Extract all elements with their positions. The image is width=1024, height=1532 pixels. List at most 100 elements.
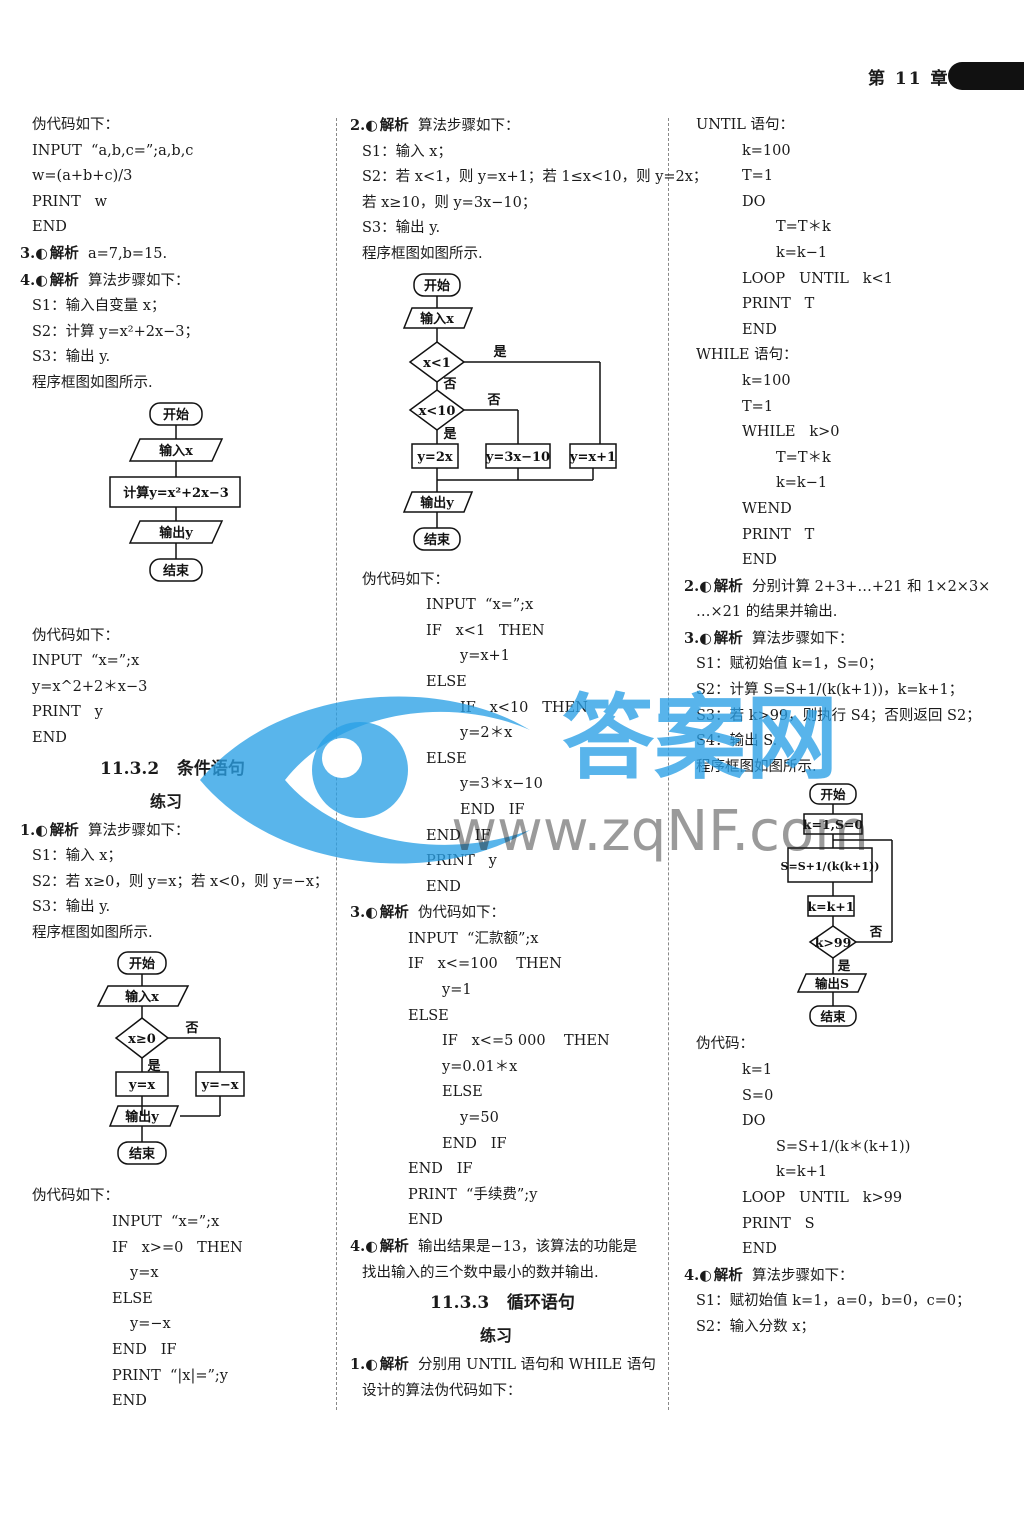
code-line: w=(a+b+c)/3 xyxy=(32,168,133,185)
answer-j: 4.解析 算法步骤如下： xyxy=(684,1263,1004,1290)
code-line: k=100 xyxy=(742,142,791,159)
subsection-title: 练习 xyxy=(480,1326,513,1346)
step-line: S4：输出 S. xyxy=(696,733,778,750)
svg-text:k=1,S=0: k=1,S=0 xyxy=(803,817,864,832)
code-line: END xyxy=(742,1241,777,1258)
code-line: END IF xyxy=(408,1161,473,1178)
svg-text:结束: 结束 xyxy=(820,1009,846,1024)
code-line: k=k−1 xyxy=(776,244,828,261)
answer-f: 2.解析 分别计算 2+3+…+21 和 1×2×3× xyxy=(684,574,1004,601)
code-line: PRINT “手续费”;y xyxy=(408,1186,538,1203)
flow-end: 结束 xyxy=(163,563,190,579)
code-line: END xyxy=(426,878,461,895)
code-line: T=T＊k xyxy=(776,449,831,466)
code-line: DO xyxy=(742,193,766,210)
chapter-tab-marker xyxy=(948,62,1024,90)
text-line: 伪代码如下： xyxy=(32,1188,119,1205)
svg-text:k>99: k>99 xyxy=(815,935,852,950)
svg-text:是: 是 xyxy=(442,427,457,442)
text-line: 设计的算法伪代码如下： xyxy=(362,1382,522,1399)
code-line: k=k+1 xyxy=(776,1164,828,1181)
svg-text:k=k+1: k=k+1 xyxy=(808,899,855,914)
step-line: S1：输入 x； xyxy=(362,143,452,160)
step-line: S3：输出 y. xyxy=(32,349,111,366)
code-line: T=1 xyxy=(742,398,774,415)
answer-a: 2.解析 算法步骤如下： xyxy=(350,113,660,140)
text-line: 伪代码如下： xyxy=(32,627,119,644)
column-right: UNTIL 语句： k=100 T=1 DO T=T＊k k=k−1 LOOP … xyxy=(684,113,1004,1341)
code-line: y=x^2+2＊x−3 xyxy=(32,678,148,695)
code-line: WHILE k>0 xyxy=(742,424,840,441)
svg-text:输出S: 输出S xyxy=(815,976,849,991)
step-line: S2：输入分数 x； xyxy=(696,1318,815,1335)
svg-text:是: 是 xyxy=(837,958,851,973)
answer-g: 3.解析 算法步骤如下： xyxy=(684,626,1004,653)
section-title: 11.3.2 条件语句 xyxy=(100,758,245,779)
code-line: y=x+1 xyxy=(460,648,510,665)
column-divider xyxy=(336,118,337,1410)
code-line: END IF xyxy=(460,801,525,818)
code-line: ELSE xyxy=(426,673,467,690)
code-line: INPUT “x=”;x xyxy=(426,597,534,614)
svg-text:S=S+1/(k(k+1)): S=S+1/(k(k+1)) xyxy=(781,860,880,873)
step-line: S1：赋初始值 k=1，S=0； xyxy=(696,656,883,673)
step-line: S3：输出 y. xyxy=(32,899,111,916)
answer-e: 1.解析 分别用 UNTIL 语句和 WHILE 语句 xyxy=(350,1352,660,1379)
code-line: IF x<1 THEN xyxy=(426,622,545,639)
svg-text:y=−x: y=−x xyxy=(200,1078,238,1093)
svg-text:结束: 结束 xyxy=(424,532,451,548)
text-line: 找出输入的三个数中最小的数并输出. xyxy=(362,1264,599,1281)
code-line: END IF xyxy=(442,1135,507,1152)
code-line: y=x xyxy=(130,1265,159,1282)
code-line: PRINT T xyxy=(742,526,815,543)
answer-q3: 3.解析 a=7,b=15. xyxy=(20,241,330,268)
step-line: S2：若 x<1，则 y=x+1；若 1≤x<10，则 y=2x； xyxy=(362,169,708,186)
code-line: IF x>=0 THEN xyxy=(112,1239,243,1256)
flow-start: 开始 xyxy=(163,407,189,423)
svg-text:开始: 开始 xyxy=(129,956,155,972)
section-title: 11.3.3 循环语句 xyxy=(430,1293,575,1314)
column-middle: 2.解析 算法步骤如下： S1：输入 x； S2：若 x<1，则 y=x+1；若… xyxy=(350,113,708,1404)
flowchart-absolute-value: 开始 输入x x≥0 否 是 y=x y=−x 输出y 结束 xyxy=(96,951,245,1166)
text-line: 程序框图如图所示. xyxy=(32,924,153,941)
code-line: PRINT T xyxy=(742,296,815,313)
code-line: IF x<10 THEN xyxy=(460,699,588,716)
code-line: PRINT w xyxy=(32,193,107,210)
code-line: IF x<=5 000 THEN xyxy=(442,1033,610,1050)
flowchart-quadratic: 开始 输入x 计算y=x²+2x−3 输出y 结束 xyxy=(109,401,241,582)
code-line: INPUT “a,b,c=”;a,b,c xyxy=(32,142,194,159)
step-line: S3：若 k>99，则执行 S4；否则返回 S2； xyxy=(696,707,981,724)
code-line: DO xyxy=(742,1113,766,1130)
svg-text:y=x+1: y=x+1 xyxy=(569,450,616,465)
code-line: ELSE xyxy=(426,750,467,767)
svg-text:y=2x: y=2x xyxy=(416,450,452,465)
answer-q4: 4.解析 算法步骤如下： xyxy=(20,268,330,295)
step-line: 若 x≥10，则 y=3x−10； xyxy=(362,194,537,211)
svg-text:否: 否 xyxy=(184,1021,198,1036)
flow-output: 输出y xyxy=(159,525,193,541)
code-line: END xyxy=(112,1393,147,1410)
svg-text:y=x: y=x xyxy=(128,1078,155,1093)
svg-text:否: 否 xyxy=(869,924,883,939)
code-line: LOOP UNTIL k<1 xyxy=(742,270,893,287)
text-line: 程序框图如图所示. xyxy=(32,374,153,391)
text-line: 程序框图如图所示. xyxy=(696,758,817,775)
svg-text:x<1: x<1 xyxy=(423,356,451,371)
svg-text:开始: 开始 xyxy=(820,787,846,802)
code-line: END xyxy=(32,729,67,746)
code-line: S=S+1/(k＊(k+1)) xyxy=(776,1138,911,1155)
svg-text:是: 是 xyxy=(492,345,507,360)
answer-r1: 1.解析 算法步骤如下： xyxy=(20,818,330,845)
code-line: y=0.01＊x xyxy=(442,1058,518,1075)
answer-c: 3.解析 伪代码如下： xyxy=(350,900,660,927)
code-line: INPUT “汇款额”;x xyxy=(408,930,539,947)
step-line: S1：输入自变量 x； xyxy=(32,298,166,315)
step-line: S1：赋初始值 k=1，a=0，b=0，c=0； xyxy=(696,1293,971,1310)
code-line: END IF xyxy=(112,1342,177,1359)
code-line: WEND xyxy=(742,500,792,517)
svg-text:否: 否 xyxy=(486,393,500,408)
svg-text:开始: 开始 xyxy=(424,278,450,294)
code-line: y=2＊x xyxy=(460,725,513,742)
chapter-header: 第 11 章 xyxy=(868,69,950,89)
svg-text:输出y: 输出y xyxy=(420,495,454,511)
